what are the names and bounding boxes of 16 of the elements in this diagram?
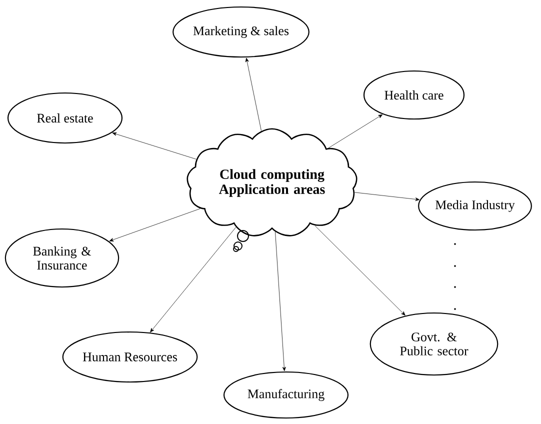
ellipse-node: Real estate xyxy=(7,92,123,144)
thought-cloud: Cloud computing Application areas xyxy=(186,128,358,236)
ellipse-node: Banking & Insurance xyxy=(4,228,120,288)
arrow xyxy=(328,114,383,148)
arrow xyxy=(275,232,286,372)
arrow xyxy=(314,225,406,316)
ellipse-node: Health care xyxy=(363,70,465,120)
arrow xyxy=(354,192,420,201)
ellipse-node: Media Industry xyxy=(418,181,532,231)
ellipse-node: Human Resources xyxy=(62,331,198,383)
ellipse-node: Govt. & Public sector xyxy=(370,312,498,376)
arrow xyxy=(112,132,196,160)
ellipse-node: Marketing & sales xyxy=(172,6,310,58)
ellipse-node: Manufacturing xyxy=(223,371,349,419)
arrow xyxy=(109,208,200,242)
arrow xyxy=(245,58,262,131)
